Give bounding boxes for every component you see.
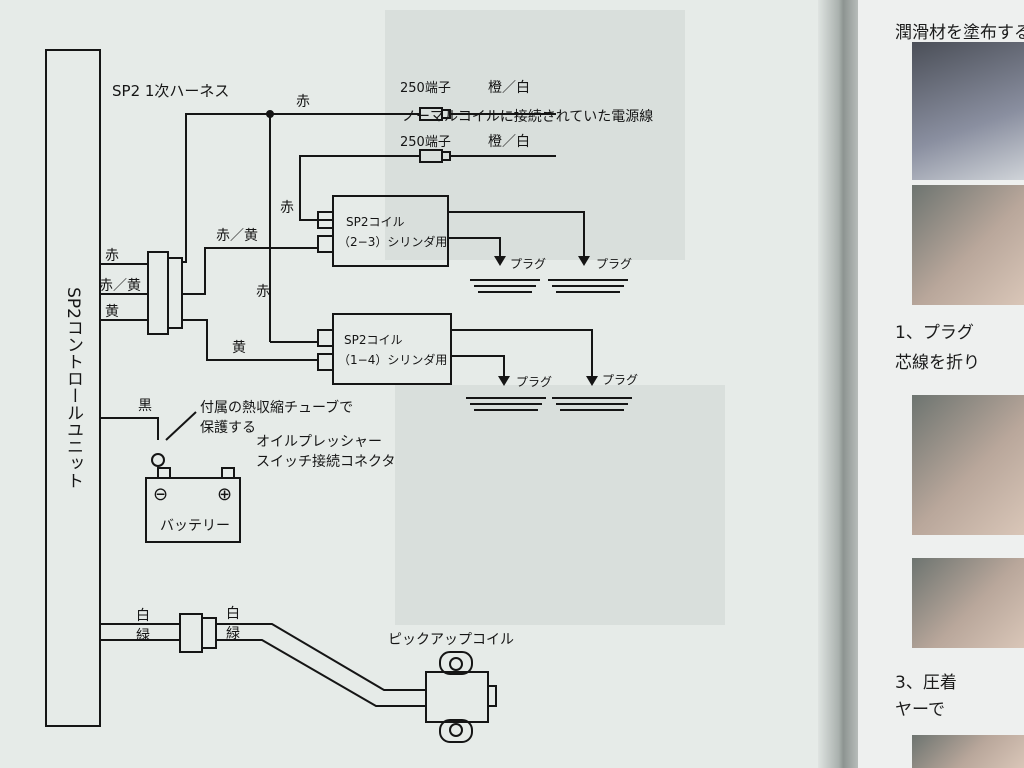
wire-white-pickup bbox=[216, 623, 426, 691]
harness-connector bbox=[147, 251, 169, 335]
pickup-connector-mate bbox=[201, 617, 217, 649]
label-white-2: 白 bbox=[226, 606, 240, 622]
orange-white-label-1: 橙／白 bbox=[488, 80, 530, 96]
battery-box bbox=[145, 477, 241, 543]
wire-junction bbox=[266, 110, 274, 118]
terminal-250-2 bbox=[419, 149, 443, 163]
pickup-coil-body bbox=[425, 671, 489, 723]
plug-label-2: プラグ bbox=[596, 257, 632, 271]
label-black: 黒 bbox=[138, 398, 152, 414]
faded-photo-background-lower bbox=[395, 385, 725, 625]
label-red-low: 赤 bbox=[256, 284, 270, 300]
oil-switch-terminal bbox=[151, 453, 165, 467]
instruction-photo-1 bbox=[912, 42, 1024, 180]
orange-white-label-2: 橙／白 bbox=[488, 134, 530, 150]
pickup-connector bbox=[179, 613, 203, 653]
ground-symbol-4 bbox=[552, 397, 632, 411]
label-red-top: 赤 bbox=[296, 94, 310, 110]
plug-lead-bottom-b bbox=[451, 329, 593, 380]
instruction-photo-4 bbox=[912, 558, 1024, 648]
battery-plus-icon: ⊕ bbox=[217, 484, 232, 505]
pickup-coil-tab bbox=[487, 685, 497, 707]
plug-lead-top-a bbox=[448, 237, 501, 260]
wiring-diagram: SP2コントロールユニット SP2 1次ハーネス 赤 赤／黄 黄 赤 赤 赤 赤… bbox=[45, 49, 653, 743]
wire-green-pickup bbox=[216, 639, 426, 707]
label-green-1: 緑 bbox=[136, 628, 150, 644]
instruction-photo-5 bbox=[912, 735, 1024, 768]
ground-symbol-2 bbox=[548, 279, 628, 293]
heat-shrink-arrow bbox=[165, 411, 197, 441]
side-step3-line2: ヤーで bbox=[895, 700, 945, 720]
oil-switch-label-2: スイッチ接続コネクタ bbox=[256, 453, 395, 470]
pickup-mount-top-hole bbox=[449, 657, 463, 671]
plug-lead-top-b bbox=[448, 211, 585, 260]
label-red-yellow-2: 赤／黄 bbox=[216, 227, 258, 244]
battery-minus-icon: ⊖ bbox=[153, 484, 168, 505]
plug-label-1: プラグ bbox=[510, 257, 546, 271]
side-step3-line1: 3、圧着 bbox=[895, 673, 957, 693]
faded-photo-background bbox=[385, 10, 685, 260]
ground-symbol-1 bbox=[470, 279, 540, 293]
coil-top-label-2: （2−3）シリンダ用 bbox=[338, 234, 447, 249]
wire-black bbox=[100, 417, 159, 440]
terminal-250-2-tip bbox=[441, 151, 451, 161]
heat-shrink-label-2: 保護する bbox=[200, 420, 256, 436]
instruction-photo-2 bbox=[912, 185, 1024, 305]
coil-top-label-1: SP2コイル bbox=[346, 215, 405, 229]
harness-label: SP2 1次ハーネス bbox=[112, 82, 229, 100]
side-top-text: 潤滑材を塗布する bbox=[895, 23, 1024, 43]
label-yellow-2: 黄 bbox=[232, 339, 246, 356]
pickup-mount-top bbox=[439, 651, 473, 675]
instruction-photo-3 bbox=[912, 395, 1024, 535]
coil-bottom-label-2: （1−4）シリンダ用 bbox=[338, 352, 447, 367]
plug-label-4: プラグ bbox=[602, 373, 638, 387]
coil-top bbox=[332, 195, 449, 267]
battery-label: バッテリー bbox=[160, 518, 230, 534]
plug-label-3: プラグ bbox=[516, 375, 552, 389]
label-red-mid: 赤 bbox=[280, 200, 294, 216]
label-green-2: 緑 bbox=[226, 626, 240, 642]
ground-symbol-3 bbox=[466, 397, 546, 411]
pickup-mount-bottom-hole bbox=[449, 723, 463, 737]
plug-lead-bottom-a bbox=[451, 355, 505, 380]
label-white-1: 白 bbox=[136, 608, 150, 624]
label-red-yellow-1: 赤／黄 bbox=[99, 277, 141, 294]
harness-connector-mate bbox=[167, 257, 183, 329]
coil-bottom-terminal-b bbox=[317, 353, 334, 371]
side-step1-line1: 1、プラグ bbox=[895, 323, 974, 343]
wire-red-coil-top bbox=[299, 155, 420, 221]
label-red-1: 赤 bbox=[105, 248, 119, 264]
wire-yellow bbox=[182, 319, 318, 361]
label-yellow-1: 黄 bbox=[105, 303, 119, 320]
coil-top-terminal-b bbox=[317, 235, 334, 253]
control-unit-box bbox=[45, 49, 101, 727]
pickup-mount-bottom bbox=[439, 719, 473, 743]
coil-bottom-box bbox=[332, 313, 452, 385]
control-unit-label: SP2コントロールユニット bbox=[63, 287, 83, 489]
battery-terminal-pos bbox=[221, 467, 235, 479]
oil-switch-label-1: オイルプレッシャー bbox=[256, 434, 382, 450]
terminal-250-label-1: 250端子 bbox=[400, 81, 451, 96]
terminal-250-label-2: 250端子 bbox=[400, 135, 451, 150]
wire-red-yellow bbox=[182, 247, 318, 295]
plug-arrowheads bbox=[494, 256, 598, 386]
battery-terminal-neg bbox=[157, 467, 171, 479]
normal-coil-note: ノーマルコイルに接続されていた電源線 bbox=[402, 108, 653, 125]
coil-bottom-label-1: SP2コイル bbox=[344, 333, 403, 347]
pickup-coil-label: ピックアップコイル bbox=[388, 632, 514, 648]
coil-bottom-terminal-a bbox=[317, 329, 334, 347]
heat-shrink-label-1: 付属の熱収縮チューブで bbox=[200, 399, 353, 416]
wire-red-main bbox=[182, 113, 420, 263]
side-step1-line2: 芯線を折り bbox=[895, 353, 980, 373]
book-fold-shadow bbox=[818, 0, 864, 768]
